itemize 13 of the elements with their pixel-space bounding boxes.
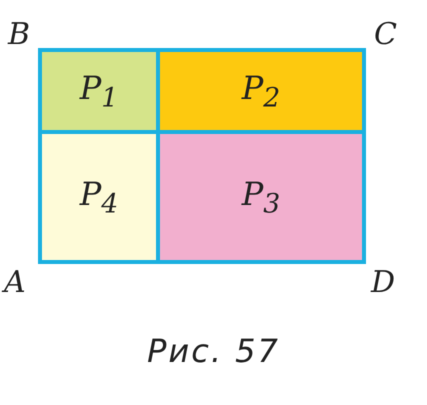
rectangle-part xyxy=(42,52,156,130)
vertex-label: A xyxy=(4,268,26,298)
part-label: P$_{2}$ xyxy=(242,68,280,114)
part-label: P$_{3}$ xyxy=(242,174,280,220)
vertex-label: B xyxy=(8,20,30,50)
vertex-label: D xyxy=(371,268,396,298)
rectangle-part xyxy=(160,134,362,260)
figure-caption: Рис. 57 xyxy=(146,332,281,370)
vertex-label: C xyxy=(374,20,397,50)
part-label: P$_{1}$ xyxy=(80,68,118,114)
rectangle-part xyxy=(42,134,156,260)
rectangle-part xyxy=(160,52,362,130)
part-label: P$_{4}$ xyxy=(80,174,118,220)
